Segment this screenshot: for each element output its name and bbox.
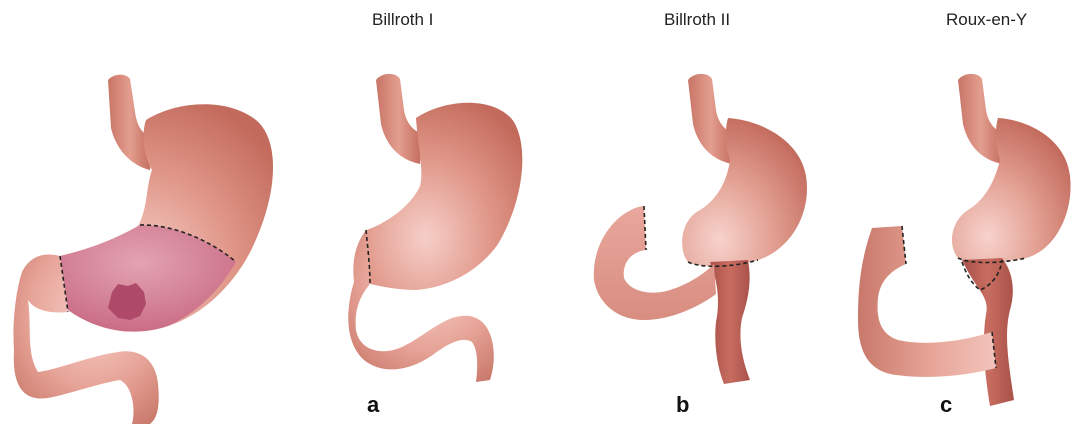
panel-label-a: a	[367, 392, 379, 418]
esophagus	[376, 74, 422, 164]
roux-en-y-figure	[858, 74, 1071, 406]
jejunal-efferent-limb	[710, 260, 750, 384]
esophagus	[688, 74, 734, 164]
procedure-title-billroth-i: Billroth I	[372, 10, 433, 30]
roux-limb	[962, 258, 1014, 406]
procedure-title-roux-en-y: Roux-en-Y	[946, 10, 1027, 30]
billroth-ii-figure	[594, 74, 807, 384]
panel-label-c: c	[940, 392, 952, 418]
billroth-i-figure	[348, 74, 522, 382]
esophagus	[958, 74, 1004, 164]
procedure-title-billroth-ii: Billroth II	[664, 10, 730, 30]
panel-label-b: b	[676, 392, 689, 418]
original-stomach	[13, 75, 273, 424]
